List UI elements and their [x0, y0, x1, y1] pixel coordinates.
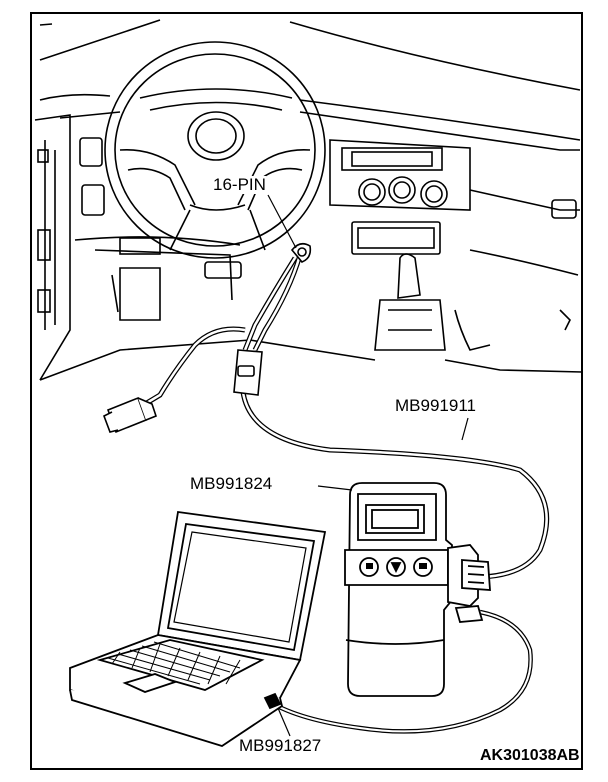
16-pin-connector	[290, 242, 312, 263]
figure-code: AK301038AB	[480, 747, 580, 764]
leader-lines	[267, 194, 469, 737]
loose-connector	[102, 396, 157, 434]
label-mb991827: MB991827	[239, 736, 322, 755]
harness-splitter	[233, 349, 263, 396]
cables	[133, 254, 550, 734]
figure-frame	[30, 12, 583, 770]
label-16-pin: 16-PIN	[213, 175, 266, 194]
vci-tester-device	[344, 482, 491, 697]
label-mb991911: MB991911	[395, 396, 476, 415]
steering-wheel	[104, 41, 326, 259]
label-mb991824: MB991824	[190, 474, 273, 493]
laptop-computer	[69, 510, 327, 747]
vehicle-interior-illustration	[34, 19, 583, 381]
